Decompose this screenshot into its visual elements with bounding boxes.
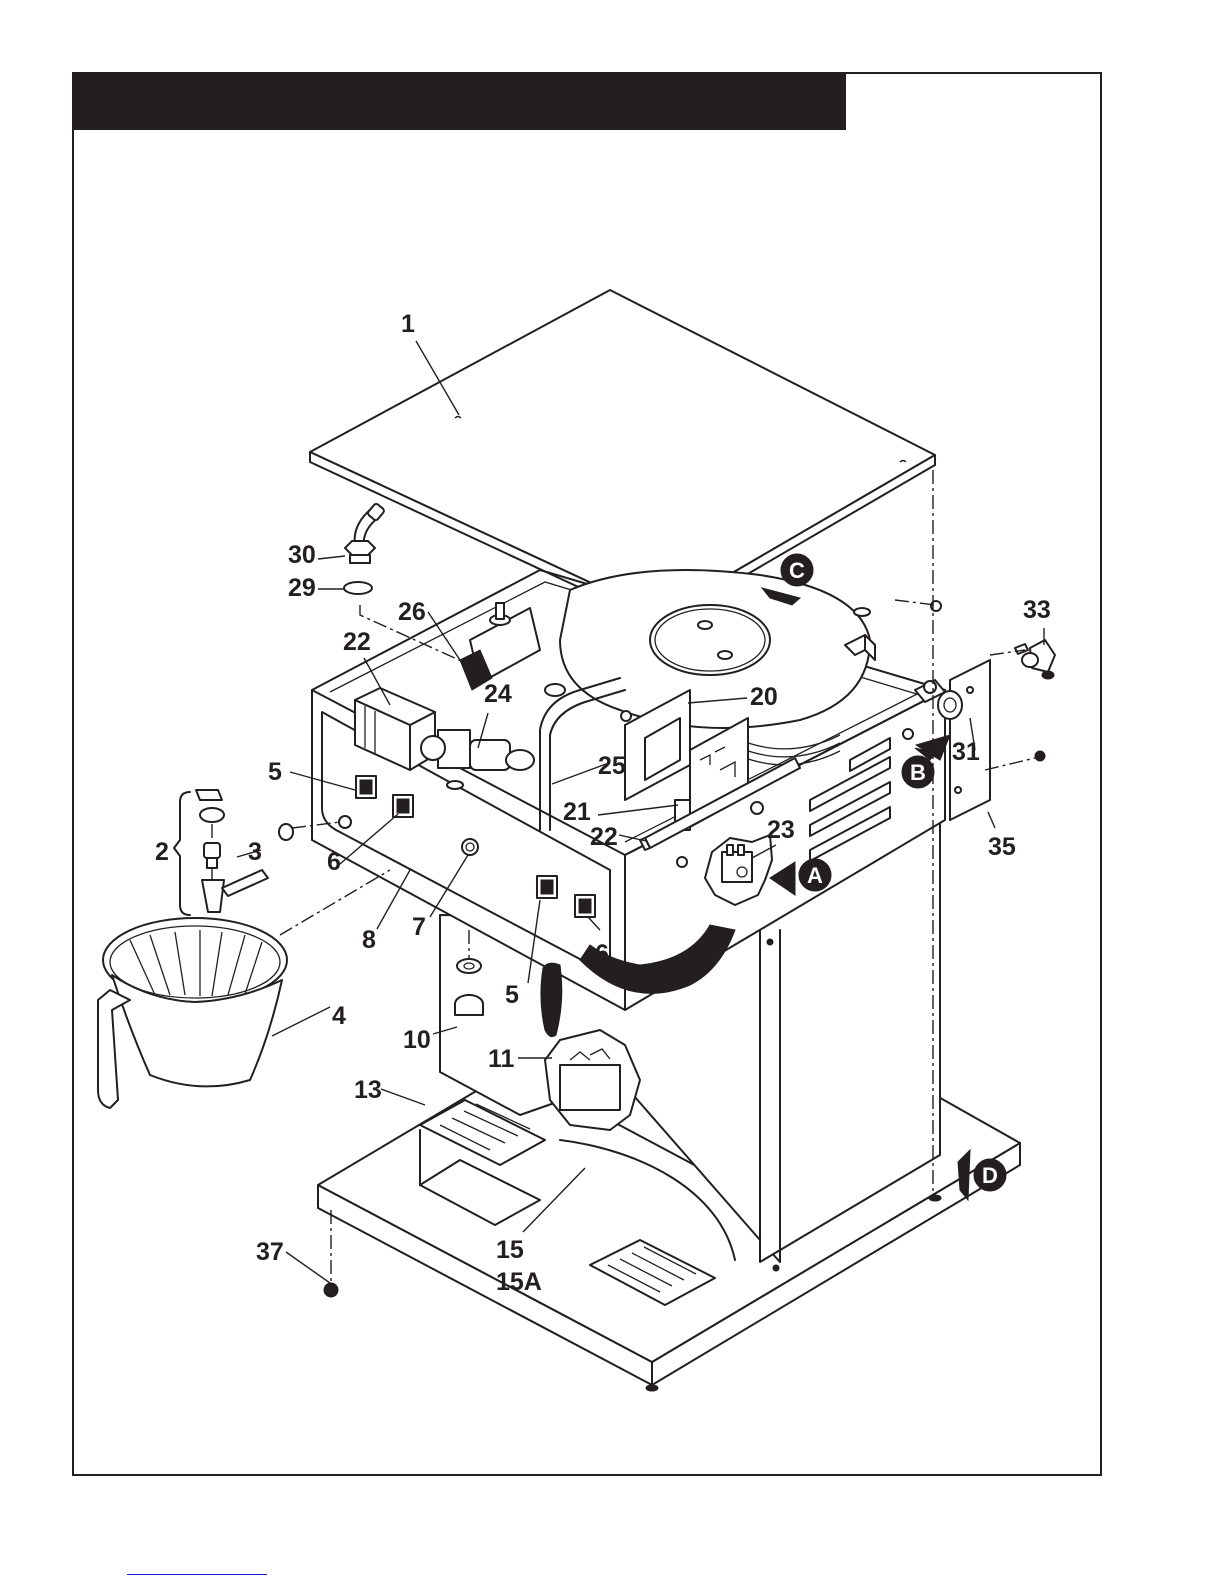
callout-22a: 22 xyxy=(343,628,371,656)
callout-1: 1 xyxy=(401,310,415,338)
callout-2: 2 xyxy=(155,838,169,866)
callout-31: 31 xyxy=(952,738,980,766)
callout-33: 33 xyxy=(1023,596,1051,624)
callout-5a: 5 xyxy=(268,758,282,786)
view-marker-c-label: C xyxy=(789,558,805,583)
brew-spout xyxy=(541,963,562,1037)
callout-10: 10 xyxy=(403,1026,431,1054)
callout-6b: 6 xyxy=(595,940,609,968)
callout-24: 24 xyxy=(484,680,512,708)
callout-6a: 6 xyxy=(327,848,341,876)
callout-5b: 5 xyxy=(505,981,519,1009)
callout-15a: 15A xyxy=(496,1268,542,1296)
callout-29: 29 xyxy=(288,574,316,602)
bottom-link[interactable] xyxy=(127,1574,267,1575)
callout-4: 4 xyxy=(332,1002,346,1030)
sprayhead-fitting-30 xyxy=(345,503,385,563)
callout-8: 8 xyxy=(362,926,376,954)
callout-23: 23 xyxy=(767,816,795,844)
view-marker-a-label: A xyxy=(807,863,823,888)
callout-30: 30 xyxy=(288,541,316,569)
brew-funnel-4 xyxy=(98,870,390,1108)
callout-13: 13 xyxy=(354,1076,382,1104)
callout-25: 25 xyxy=(598,752,626,780)
view-marker-b-label: B xyxy=(910,760,926,785)
elbow-fitting-33 xyxy=(1015,640,1055,679)
view-marker-d-label: D xyxy=(982,1163,998,1188)
callout-7: 7 xyxy=(412,913,426,941)
callout-26: 26 xyxy=(398,598,426,626)
relay-26 xyxy=(460,603,540,690)
callout-21: 21 xyxy=(563,798,591,826)
callout-3: 3 xyxy=(248,838,262,866)
callout-20: 20 xyxy=(750,683,778,711)
leveling-foot-37 xyxy=(324,1210,338,1297)
callout-15: 15 xyxy=(496,1236,524,1264)
callout-22b: 22 xyxy=(590,823,618,851)
callout-35: 35 xyxy=(988,833,1016,861)
callout-37: 37 xyxy=(256,1238,284,1266)
callout-11: 11 xyxy=(488,1045,515,1073)
